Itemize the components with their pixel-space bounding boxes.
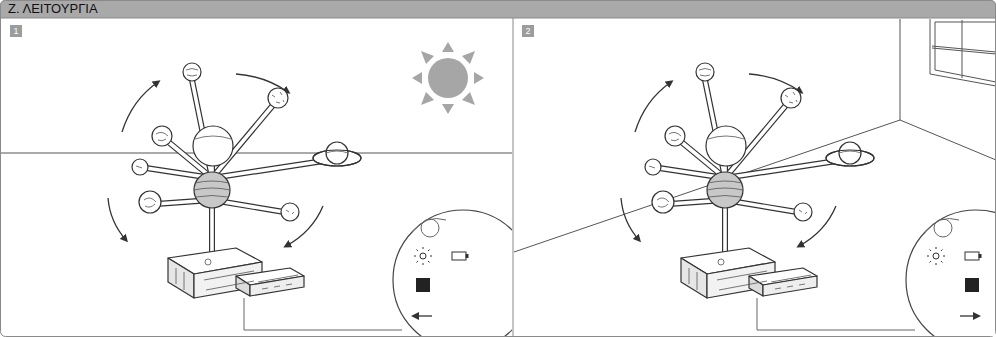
step-number: 1 — [10, 25, 22, 37]
section-title: Ζ. ΛΕΙΤΟΥΡΓΙΑ — [8, 0, 98, 18]
step-number: 2 — [522, 25, 534, 37]
